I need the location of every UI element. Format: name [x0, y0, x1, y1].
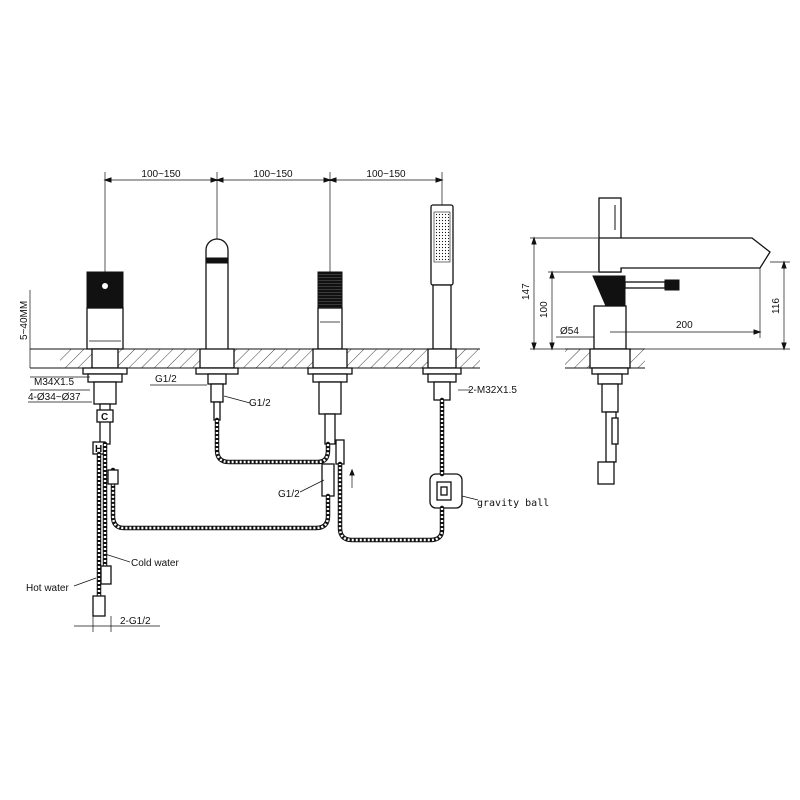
spout-reach-label: 200	[676, 320, 693, 331]
diverter-valve	[307, 271, 355, 497]
height-total-label: 147	[521, 283, 532, 300]
spout-inlet-label: G1/2	[249, 398, 271, 409]
base-diameter-label: Ø54	[560, 326, 579, 337]
cold-marker: C	[101, 412, 108, 423]
height-lever-label: 100	[539, 301, 550, 318]
hole-diameter-label: 4-Ø34~Ø37	[28, 392, 81, 403]
height-spout-label: 116	[771, 298, 782, 314]
spacing-label-2: 100~150	[253, 169, 293, 180]
spout-thread-label: G1/2	[155, 374, 177, 385]
spout	[195, 238, 239, 421]
hot-handle	[86, 271, 124, 309]
diverter-handle	[317, 271, 343, 309]
spacing-label-3: 100~150	[366, 169, 406, 180]
inlet-thread-label: 2-G1/2	[120, 616, 151, 627]
hot-inlet-nut	[92, 595, 106, 617]
handle-marker-dot	[102, 283, 108, 289]
spacing-dimensions: 100~150 100~150 100~150	[103, 169, 444, 272]
spacing-label-1: 100~150	[141, 169, 181, 180]
gravity-ball-label: gravity ball	[477, 498, 549, 509]
thread-m34-label: M34X1.5	[34, 377, 74, 388]
diverter-thread-label: G1/2	[278, 489, 300, 500]
deck-thickness-label: 5~40MM	[19, 301, 30, 340]
hot-water-label: Hot water	[26, 583, 69, 594]
hose-connector	[107, 469, 119, 485]
hot-marker: H	[95, 444, 102, 455]
hot-valve: C H	[82, 271, 128, 455]
hoses	[96, 397, 445, 603]
cold-inlet-nut	[100, 565, 112, 585]
cold-water-label: Cold water	[131, 558, 179, 569]
shower-thread-label: 2-M32X1.5	[468, 385, 517, 396]
hand-shower	[422, 204, 463, 509]
side-view	[565, 197, 771, 485]
